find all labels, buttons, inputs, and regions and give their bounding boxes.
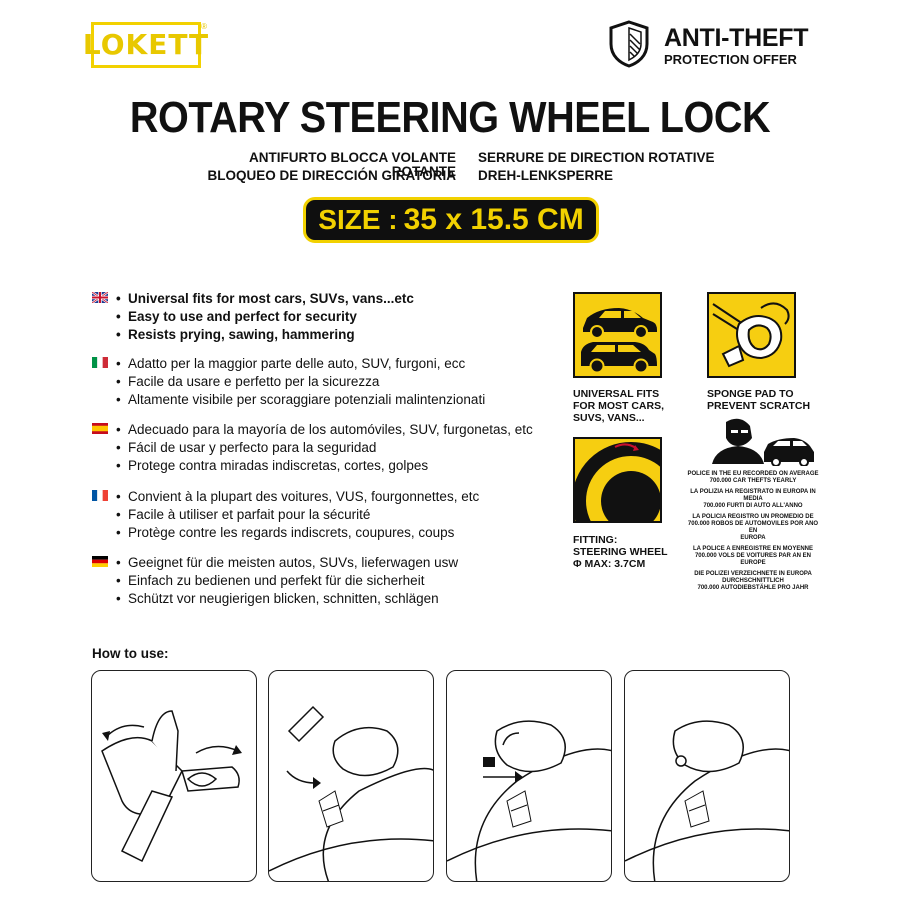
universal-fit-caption: UNIVERSAL FITS FOR MOST CARS, SUVS, VANS…	[573, 388, 664, 424]
subtitle-fr: SERRURE DE DIRECTION ROTATIVE	[478, 150, 715, 165]
feature-line: Easy to use and perfect for security	[128, 309, 357, 324]
how-to-label: How to use:	[92, 646, 169, 661]
fitting-caption: FITTING: STEERING WHEEL Φ MAX: 3.7CM	[573, 534, 668, 570]
subtitle-it: ANTIFURTO BLOCCA VOLANTE ROTANTE	[249, 150, 456, 179]
step-3-panel	[446, 670, 612, 882]
registered-mark: ®	[201, 22, 207, 31]
badge-subtitle: PROTECTION OFFER	[664, 52, 797, 67]
attach-lock-illustration	[269, 705, 433, 881]
sponge-pad-image	[707, 292, 796, 378]
uk-flag-icon	[92, 292, 108, 303]
steering-wheel-fit-image	[572, 437, 690, 560]
feature-line: Convient à la plupart des voitures, VUS,…	[128, 489, 480, 504]
insert-key-illustration	[447, 720, 611, 881]
steering-wheel-icon	[572, 442, 690, 560]
size-label: SIZE :	[318, 204, 398, 235]
step-1-panel	[91, 670, 257, 882]
feature-line: Universal fits for most cars, SUVs, vans…	[128, 291, 414, 306]
subtitle-de: DREH-LENKSPERRE	[478, 168, 614, 183]
germany-flag-icon	[92, 556, 108, 567]
badge-title: ANTI-THEFT	[664, 24, 809, 52]
subtitle-es: BLOQUEO DE DIRECCIÓN GIRATORIA	[207, 168, 456, 183]
feature-line: Einfach zu bedienen und perfekt für die …	[128, 573, 425, 588]
feature-line: Facile à utiliser et parfait pour la séc…	[128, 507, 371, 522]
feature-line: Fácil de usar y perfecto para la segurid…	[128, 440, 377, 455]
shield-icon	[609, 20, 649, 68]
thief-car-icon	[712, 418, 814, 466]
feature-line: Protège contre les regards indiscrets, c…	[128, 525, 455, 540]
feature-line: Facile da usare e perfetto per la sicure…	[128, 374, 380, 389]
sponge-pad-caption: SPONGE PAD TO PREVENT SCRATCH	[707, 388, 811, 412]
france-flag-icon	[92, 490, 108, 501]
feature-line: Resists prying, sawing, hammering	[128, 327, 355, 342]
car-icon	[581, 308, 657, 374]
open-lock-illustration	[101, 710, 242, 863]
feature-line: Adatto per la maggior parte delle auto, …	[128, 356, 466, 371]
spain-flag-icon	[92, 423, 108, 434]
feature-line: Altamente visibile per scoraggiare poten…	[128, 392, 486, 407]
feature-line: Geeignet für die meisten autos, SUVs, li…	[128, 555, 459, 570]
feature-line: Protege contra miradas indiscretas, cort…	[128, 458, 429, 473]
step-2-panel	[268, 670, 434, 882]
size-value: 35 x 15.5 CM	[403, 203, 584, 236]
lock-clamp-icon	[712, 302, 790, 368]
step-4-panel	[624, 670, 790, 882]
brand-name: LOKETT	[82, 28, 210, 61]
universal-fit-image	[573, 292, 662, 378]
locked-illustration	[625, 720, 789, 881]
feature-line: Adecuado para la mayoría de los automóvi…	[128, 422, 533, 437]
theft-statistics: POLICE IN THE EU RECORDED ON AVERAGE 700…	[687, 471, 819, 591]
size-badge: SIZE : 35 x 15.5 CM	[303, 197, 599, 243]
page-title: ROTARY STEERING WHEEL LOCK	[129, 93, 771, 142]
italy-flag-icon	[92, 357, 108, 368]
feature-line: Schützt vor neugierigen blicken, schnitt…	[128, 591, 439, 606]
brand-logo: LOKETT ®	[83, 22, 208, 68]
